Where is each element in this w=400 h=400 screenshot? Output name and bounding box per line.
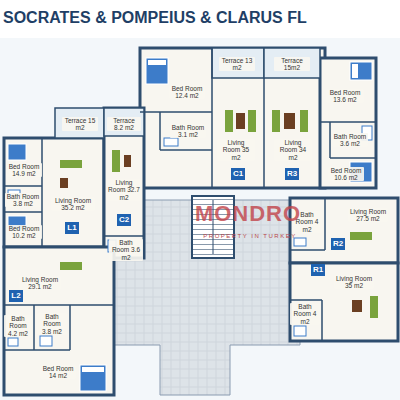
room-text: L1 [67, 224, 77, 232]
room-label: Bath Room 3.8 m2 [37, 313, 67, 334]
apartment-badge: R2 [331, 238, 345, 250]
room-label: Living Room 35.2 m2 [51, 197, 95, 211]
room-text: Bath Room 3.8 m2 [38, 313, 66, 334]
room-label: Bed Room 10.6 m2 [328, 167, 364, 181]
room-text: Bath Room 4 m2 [291, 303, 319, 324]
room-label: Bath Room 4.2 m2 [4, 315, 32, 336]
room-label: Living Room 34 m2 [274, 139, 312, 160]
room-text: Bath Room 4.2 m2 [5, 315, 31, 336]
room-text: R1 [313, 266, 323, 274]
room-text: Bed Room 12.4 m2 [170, 85, 204, 99]
watermark-tagline: PROPERTY IN TURKEY [203, 233, 296, 239]
inner-walls [4, 48, 376, 350]
room-label: Terrace 15 m2 [62, 117, 98, 131]
room-label: Terrace 8.2 m2 [107, 117, 141, 131]
bath-fixtures [8, 126, 372, 346]
room-text: Living Room 35 m2 [335, 275, 373, 289]
room-label: Living Room 27.5 m2 [348, 208, 388, 222]
room-label: Bed Room 14 m2 [40, 365, 76, 379]
room-text: Living Room 35 m2 [218, 139, 254, 160]
room-text: Terrace 15 m2 [63, 117, 97, 131]
title-band [0, 0, 400, 38]
room-label: Bath Room 3.6 m2 [332, 133, 368, 147]
terraces [55, 48, 320, 138]
apartment-badge: C2 [117, 214, 131, 226]
room-text: R3 [287, 170, 297, 178]
room-text: Bed Room 14 m2 [41, 365, 75, 379]
room-text: Living Room 34 m2 [275, 139, 311, 160]
room-label: Living Room 35 m2 [334, 275, 374, 289]
plan-title: SOCRATES & POMPEIUS & CLARUS FL [3, 9, 307, 27]
room-label: Living Room 35 m2 [217, 139, 255, 160]
room-text: Bath Room 3.6 m2 [333, 133, 367, 147]
room-text: Terrace 15m2 [275, 57, 309, 71]
room-text: L2 [11, 292, 21, 300]
room-text: Bed Room 10.6 m2 [329, 167, 363, 181]
room-label: Living Room 29.1 m2 [19, 276, 61, 290]
room-text: Bed Room 14.9 m2 [7, 163, 41, 177]
room-text: Living Room 32.7 m2 [107, 179, 141, 200]
room-text: Bath Room 3.8 m2 [6, 193, 40, 207]
room-label: Terrace 15m2 [274, 57, 310, 71]
room-label: Bed Room 14.9 m2 [6, 163, 42, 177]
room-label: Bed Room 12.4 m2 [169, 85, 205, 99]
room-text: R2 [333, 240, 343, 248]
apartment-badge: R3 [285, 168, 299, 180]
room-label: Bed Room 10.2 m2 [6, 225, 42, 239]
room-text: Terrace 13 m2 [220, 57, 254, 71]
room-text: Living Room 35.2 m2 [52, 197, 94, 211]
room-label: Bath Room 3.8 m2 [5, 193, 41, 207]
room-text: C2 [119, 216, 129, 224]
room-text: Terrace 8.2 m2 [108, 117, 140, 131]
room-text: Bath Room 3.1 m2 [171, 124, 205, 138]
room-label: Terrace 13 m2 [219, 57, 255, 71]
apartment-badge: L1 [65, 222, 79, 234]
beds [8, 58, 372, 391]
apartment-walls [4, 48, 398, 395]
room-text: Living Room 29.1 m2 [20, 276, 60, 290]
room-text: Bed Room 13.6 m2 [327, 89, 363, 103]
living-furniture [60, 110, 378, 318]
room-text: C1 [233, 170, 243, 178]
room-label: Bath Room 3.1 m2 [170, 124, 206, 138]
room-label: Bath Room 3.6 m2 [109, 239, 143, 260]
apartment-badge: R1 [311, 264, 325, 276]
apartment-badge: L2 [9, 290, 23, 302]
room-label: Bath Room 4 m2 [290, 303, 320, 324]
room-text: Bath Room 3.6 m2 [110, 239, 142, 260]
room-text: Living Room 27.5 m2 [349, 208, 387, 222]
watermark-logo: MONDRO [195, 201, 301, 227]
apartment-badge: C1 [231, 168, 245, 180]
room-label: Living Room 32.7 m2 [106, 179, 142, 200]
room-text: Bed Room 10.2 m2 [7, 225, 41, 239]
room-label: Bed Room 13.6 m2 [326, 89, 364, 103]
